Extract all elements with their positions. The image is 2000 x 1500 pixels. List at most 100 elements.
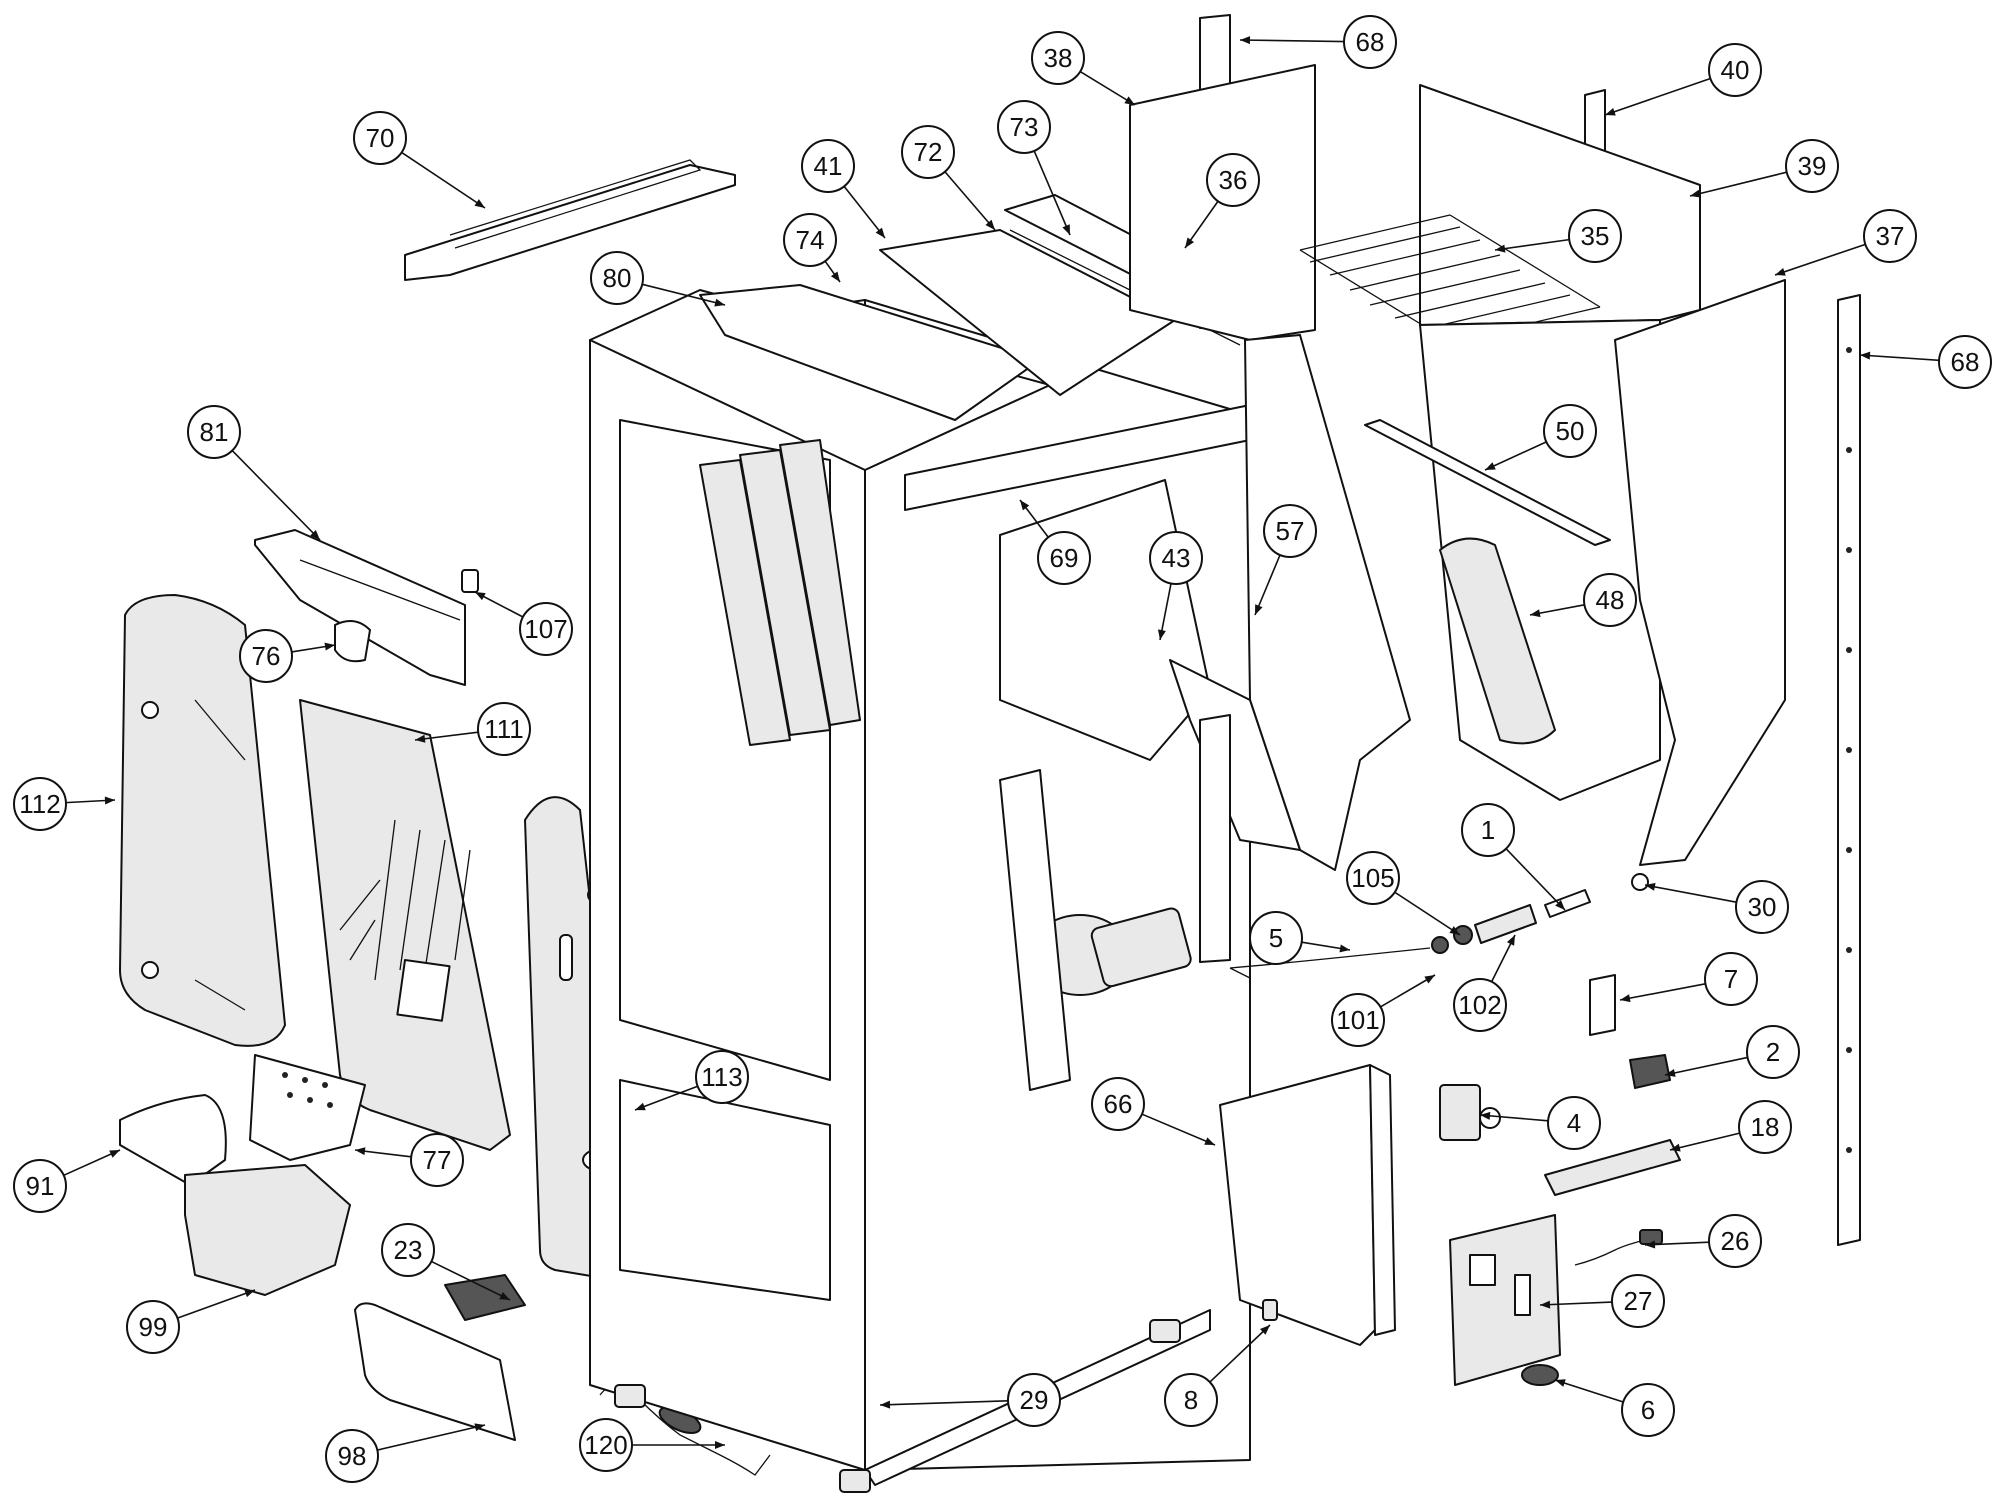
callout-leader [1394,891,1461,936]
callout-arrowhead [415,734,426,743]
callout-arrowhead [1480,1111,1491,1120]
callout-circle [1461,803,1515,857]
callout-4: 4 [1479,1096,1601,1150]
callout-leader [1554,1379,1624,1403]
callout-77: 77 [354,1133,464,1187]
part-76-clip [334,620,371,663]
callout-27: 27 [1539,1274,1665,1328]
callout-label: 36 [1219,165,1248,195]
callout-70: 70 [353,111,486,209]
callout-6: 6 [1554,1379,1675,1437]
callout-leader [1604,77,1711,116]
callout-arrowhead [499,1292,510,1300]
callout-circle [1704,952,1758,1006]
callout-arrowhead [1157,629,1166,640]
callout-leader [430,1260,511,1301]
callout-label: 8 [1184,1385,1198,1415]
callout-label: 72 [914,137,943,167]
callout-circle [239,629,293,683]
callout-18: 18 [1669,1100,1792,1154]
callout-circle [1547,1096,1601,1150]
callout-107: 107 [474,591,573,656]
callout-arrowhead [1424,975,1435,984]
callout-circle [126,1300,180,1354]
callout-circle [1164,1373,1218,1427]
part-107-pin [461,569,479,593]
callout-leader [63,1149,121,1177]
callout-label: 73 [1010,112,1039,142]
part-4-block [1439,1084,1481,1141]
callout-label: 37 [1876,221,1905,251]
callout-arrowhead [1449,926,1460,935]
callout-102: 102 [1453,934,1516,1032]
callout-label: 27 [1624,1286,1653,1316]
callout-circle [1037,531,1091,585]
callout-29: 29 [879,1373,1061,1427]
callout-8: 8 [1164,1324,1271,1427]
callout-label: 6 [1641,1395,1655,1425]
callout-arrowhead [1620,994,1631,1003]
callout-leader [1254,554,1281,616]
callout-5: 5 [1249,911,1351,965]
part-6-sensor [1521,1364,1559,1386]
callout-arrowhead [1495,244,1506,253]
callout-arrowhead [474,199,485,208]
callout-37: 37 [1774,209,1917,276]
callout-circle [1263,504,1317,558]
callout-arrowhead [1339,944,1350,953]
callout-label: 1 [1481,815,1495,845]
callout-leader [401,151,486,209]
part-39-panel [1419,84,1701,326]
callout-76: 76 [239,629,336,683]
callout-label: 29 [1020,1385,1049,1415]
part-23-block [444,1274,526,1321]
callout-leader [1689,171,1787,197]
callout-arrowhead [1062,224,1070,235]
callout-label: 35 [1581,221,1610,251]
callout-arrowhead [1240,36,1251,45]
part-7-bracket [1589,974,1616,1036]
callout-label: 120 [584,1430,627,1460]
callout-arrowhead [310,530,320,540]
callout-arrowhead [635,1102,646,1111]
part-81-plate [254,529,466,686]
callout-circle [1738,1100,1792,1154]
callout-label: 68 [1951,347,1980,377]
callout-circle [1708,1214,1762,1268]
callout-arrowhead [475,592,486,601]
callout-label: 57 [1276,516,1305,546]
callout-circle [1611,1274,1665,1328]
callout-leader [1484,441,1547,471]
callout-leader [642,283,726,306]
callout-leader [879,1400,1009,1406]
callout-leader [1664,1056,1748,1076]
callout-label: 113 [701,1062,742,1092]
callout-57: 57 [1254,504,1317,616]
part-66-control-plate [1219,1064,1376,1346]
callout-68: 68 [1239,15,1397,69]
callout-arrowhead [1185,237,1195,248]
callout-label: 98 [338,1441,367,1471]
callout-arrowhead [1665,1069,1676,1077]
part-1-rod [1544,889,1591,918]
callout-leader [1774,243,1866,276]
callout-label: 102 [1458,990,1501,1020]
callout-circle [1583,573,1637,627]
part-5-wire [1229,947,1431,979]
callout-circle [1007,1373,1061,1427]
callout-arrowhead [109,1150,120,1158]
callout-leader [1539,1301,1613,1306]
callout-leader [231,449,321,541]
callout-arrowhead [875,227,885,238]
callout-circle [1746,1025,1800,1079]
callout-circle [1785,139,1839,193]
callout-circle [477,702,531,756]
callout-72: 72 [901,125,996,231]
callout-99: 99 [126,1289,256,1354]
callout-circle [1453,978,1507,1032]
callout-label: 111 [484,714,524,744]
callout-48: 48 [1529,573,1637,627]
callout-label: 80 [603,263,632,293]
callout-label: 77 [423,1145,452,1175]
callout-41: 41 [801,139,886,239]
